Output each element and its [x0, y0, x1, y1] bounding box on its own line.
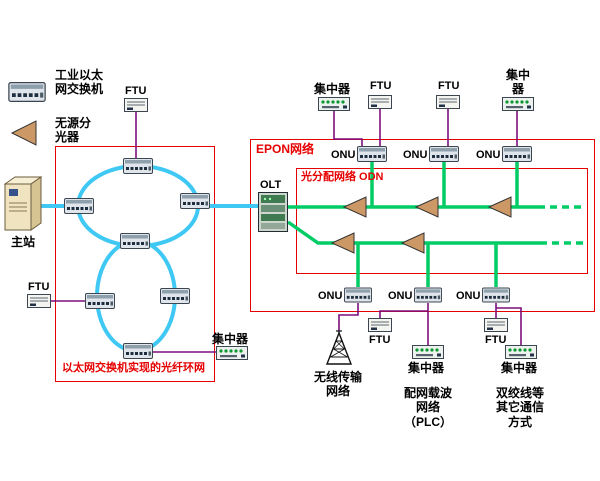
bottom-ftu2-device [484, 318, 508, 332]
ring-switch-lower-left [85, 293, 115, 309]
ring-ftu-left-label: FTU [28, 281, 50, 293]
pon-trunk-bottom [286, 220, 540, 245]
bottom-onu1-device [344, 287, 372, 303]
olt-label: OLT [260, 179, 282, 191]
bottom-onu3-label: ONU [456, 290, 481, 302]
master-station-label: 主站 [10, 235, 35, 249]
olt-device [258, 192, 288, 232]
top-ftu2-device [436, 95, 460, 109]
bottom-onu3-device [482, 287, 510, 303]
bottom-ftu1-label: FTU [369, 334, 391, 346]
top-onu3-device [502, 146, 532, 162]
top-ftu1-device [368, 95, 392, 109]
drop-twisted-concentrator [496, 307, 522, 345]
legend-switch-icon [8, 82, 46, 102]
bottom-ftu1-device [368, 318, 392, 332]
ring-concentrator-label: 集中器 [212, 332, 249, 346]
bottom-ftu2-label: FTU [485, 334, 507, 346]
top-concentrator1-label: 集中器 [314, 82, 351, 96]
top-onu1-device [357, 146, 387, 162]
ring-ftu-top-label: FTU [125, 85, 147, 97]
twisted-pair-label: 双绞线等 其它通信 方式 [495, 386, 544, 429]
top-onu3-label: ONU [476, 149, 501, 161]
splitter-bottom-2 [400, 232, 425, 254]
top-onu2-label: ONU [403, 149, 428, 161]
ring-network-title: 以太网交换机实现的光纤环网 [62, 362, 205, 374]
bottom-onu2-device [414, 287, 442, 303]
drop-plc-ftu [379, 310, 428, 318]
top-onu1-label: ONU [331, 149, 356, 161]
top-concentrator1-device [318, 97, 350, 111]
bottom-onu2-label: ONU [388, 290, 413, 302]
splitter-top-3 [487, 196, 512, 218]
wireless-network-label: 无线传输 网络 [313, 370, 362, 399]
top-concentrator2-label: 集中 器 [505, 68, 530, 97]
odn-title: 光分配网络 ODN [301, 171, 384, 183]
ring-switch-left [64, 198, 94, 214]
legend-splitter-icon [10, 120, 37, 146]
legend-splitter-label: 无源分 光器 [55, 116, 92, 145]
ring-switch-middle [120, 233, 150, 249]
wireless-tower-icon [326, 330, 352, 365]
bottom-concentrator1-device [412, 345, 444, 359]
odn-box [296, 168, 588, 274]
ring-concentrator-device [216, 346, 248, 360]
splitter-top-2 [414, 196, 439, 218]
bottom-concentrator2-label: 集中器 [501, 361, 538, 375]
ring-ftu-top-device [124, 98, 148, 112]
top-ftu2-label: FTU [438, 80, 460, 92]
top-concentrator2-device [502, 97, 534, 111]
drop-wireless [338, 303, 359, 331]
top-onu2-device [429, 146, 459, 162]
bottom-concentrator2-device [505, 345, 537, 359]
master-station-icon [4, 176, 42, 231]
drop-top-concentrator1 [333, 111, 363, 146]
bottom-onu1-label: ONU [318, 290, 343, 302]
legend-switch-label: 工业以太 网交换机 [55, 68, 104, 97]
epon-network-title: EPON网络 [256, 142, 315, 156]
ring-switch-bottom [123, 343, 153, 359]
top-ftu1-label: FTU [370, 80, 392, 92]
ring-switch-top [123, 158, 153, 174]
plc-network-label: 配网载波 网络 （PLC） [403, 386, 452, 429]
splitter-top-1 [342, 196, 367, 218]
ring-switch-right [180, 193, 210, 209]
ring-switch-lower-right [160, 288, 190, 304]
ring-network-box [55, 146, 215, 382]
splitter-bottom-1 [330, 232, 355, 254]
bottom-concentrator1-label: 集中器 [408, 361, 445, 375]
ring-ftu-left-device [27, 294, 51, 308]
